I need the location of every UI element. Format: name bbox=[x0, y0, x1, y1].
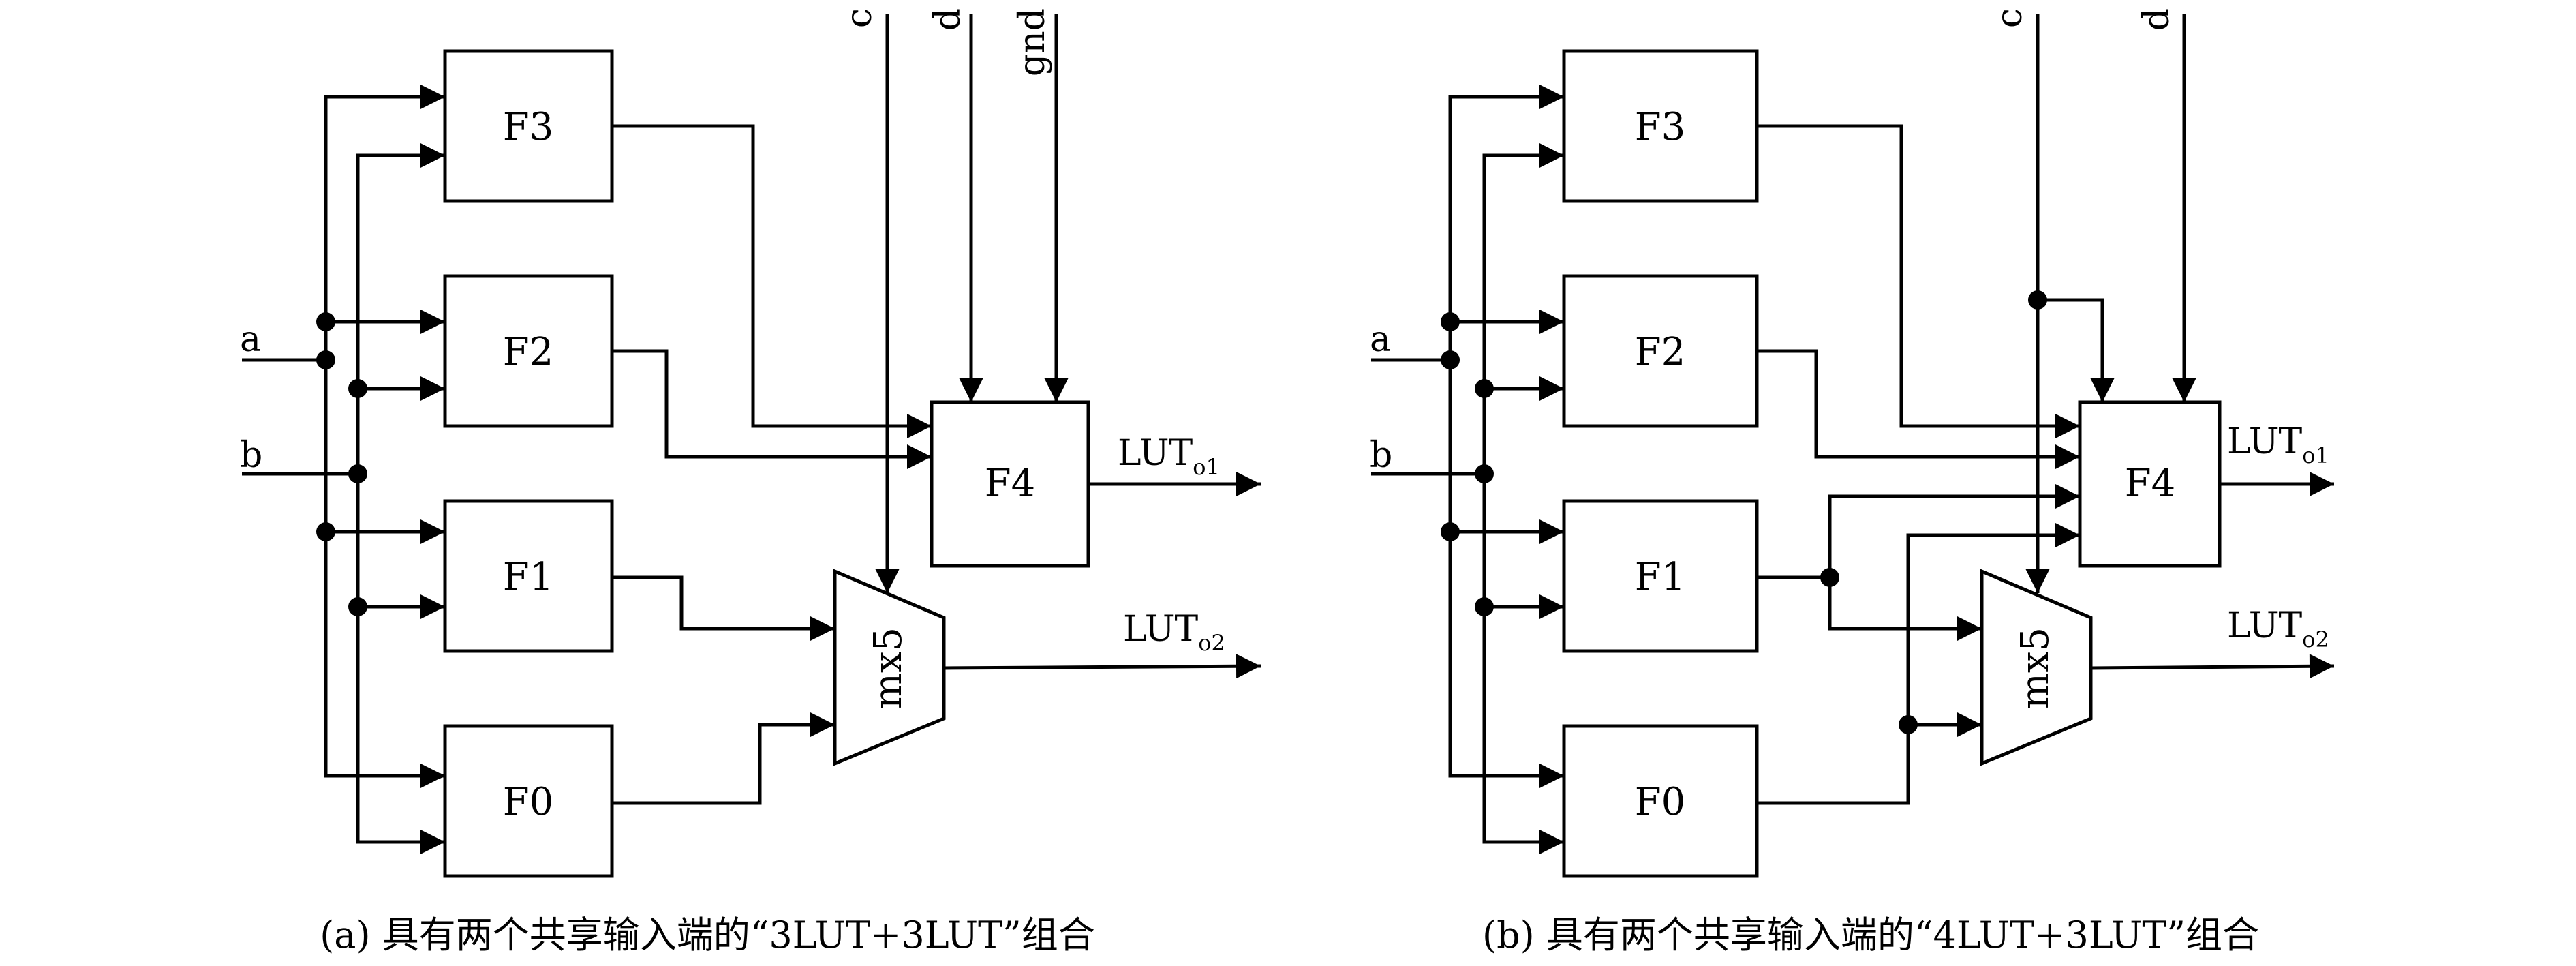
input-d-label: d bbox=[927, 8, 968, 31]
input-gnd-label: gnd bbox=[1012, 8, 1053, 76]
input-a-label: a bbox=[1370, 319, 1391, 360]
input-a-label: a bbox=[240, 319, 261, 360]
wire-f0-mux bbox=[612, 712, 835, 805]
diagram-b: F3 F2 F1 F0 F4 mx5 a b c d bbox=[1370, 8, 2335, 956]
block-f1-label: F1 bbox=[503, 555, 553, 599]
junction-dot bbox=[348, 379, 367, 398]
block-f0 bbox=[443, 724, 614, 878]
wire-f1-mux bbox=[1828, 577, 1982, 641]
block-f2 bbox=[1562, 274, 1759, 428]
mux-label: mx5 bbox=[2013, 627, 2057, 709]
wire-f3-f4 bbox=[1757, 124, 2080, 438]
mux-label: mx5 bbox=[866, 627, 910, 709]
caption-b: (b) 具有两个共享输入端的“4LUT+3LUT”组合 bbox=[1482, 914, 2259, 956]
block-f2 bbox=[443, 274, 614, 428]
block-f2-label: F2 bbox=[1635, 330, 1685, 374]
junction-dot bbox=[1441, 522, 1460, 541]
block-f3 bbox=[443, 49, 614, 203]
input-b-label: b bbox=[1370, 435, 1392, 476]
block-f3 bbox=[1562, 49, 1759, 203]
block-f2-label: F2 bbox=[503, 330, 553, 374]
block-f3-label: F3 bbox=[1635, 105, 1685, 149]
wire-f2-f4 bbox=[1757, 349, 2080, 469]
mux-mx5 bbox=[833, 569, 946, 766]
block-f0-label: F0 bbox=[1635, 780, 1685, 824]
output-o2-label: LUTo2 bbox=[1123, 609, 1225, 656]
output-o2-label: LUTo2 bbox=[2227, 605, 2329, 652]
block-f0 bbox=[1562, 724, 1759, 878]
block-f4 bbox=[2078, 400, 2222, 568]
wire-out-o2 bbox=[943, 654, 1261, 679]
caption-a: (a) 具有两个共享输入端的“3LUT+3LUT”组合 bbox=[320, 914, 1095, 956]
junction-dot bbox=[348, 464, 367, 483]
bus-outer bbox=[324, 95, 446, 779]
wire-c-f4 bbox=[2038, 298, 2115, 402]
block-f3-label: F3 bbox=[503, 105, 553, 149]
diagram-a: F3 F2 F1 F0 F4 mx5 a b c d gnd bbox=[240, 8, 1261, 956]
wire-f2-f4 bbox=[612, 349, 932, 469]
junction-dot bbox=[1899, 715, 1918, 734]
mux-mx5 bbox=[1980, 569, 2093, 766]
input-c-label: c bbox=[1989, 8, 2030, 28]
block-f4-label: F4 bbox=[2125, 462, 2175, 506]
junction-dot bbox=[1820, 568, 1839, 587]
bus-inner bbox=[1482, 153, 1564, 844]
block-f4 bbox=[930, 400, 1090, 568]
junction-dot bbox=[1441, 312, 1460, 331]
wire-f3-f4 bbox=[612, 124, 932, 438]
junction-dot bbox=[1475, 464, 1494, 483]
junction-dot bbox=[348, 597, 367, 616]
bus-outer bbox=[1448, 95, 1564, 778]
junction-dot bbox=[316, 522, 335, 541]
output-o1-label: LUTo1 bbox=[2227, 421, 2329, 468]
output-o1-label: LUTo1 bbox=[1118, 433, 1220, 480]
wire-out-o2 bbox=[2090, 654, 2335, 679]
block-f4-label: F4 bbox=[985, 462, 1035, 506]
block-f1 bbox=[443, 499, 614, 653]
block-f1-label: F1 bbox=[1635, 555, 1685, 599]
junction-dot bbox=[316, 350, 335, 369]
junction-dot bbox=[1441, 350, 1460, 369]
junction-dot bbox=[2028, 290, 2047, 310]
junction-dot bbox=[1475, 379, 1494, 398]
junction-dot bbox=[1475, 597, 1494, 616]
wire-f1-f4 bbox=[1757, 484, 2080, 579]
junction-dot bbox=[316, 312, 335, 331]
input-c-label: c bbox=[839, 8, 880, 28]
bus-inner bbox=[356, 153, 445, 844]
input-d-label: d bbox=[2136, 8, 2177, 31]
block-f0-label: F0 bbox=[503, 780, 553, 824]
wire-f0-f4 bbox=[1757, 523, 2080, 805]
input-b-label: b bbox=[240, 435, 262, 476]
wire-f1-mux bbox=[612, 575, 835, 641]
